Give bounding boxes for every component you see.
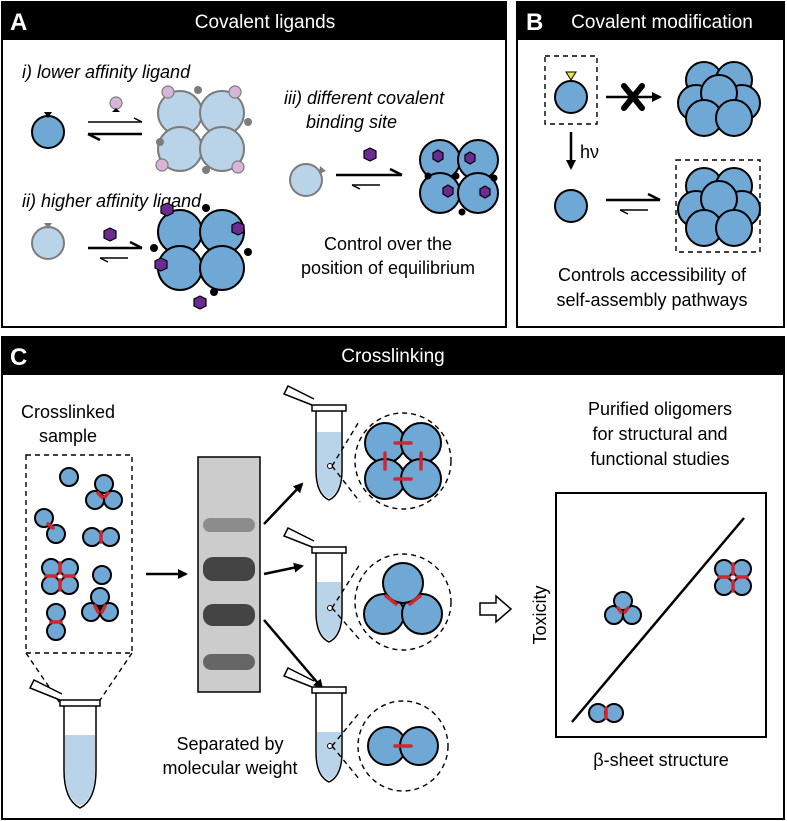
weak-ligand-warhead <box>112 108 120 112</box>
sample-mixture <box>34 467 123 641</box>
sample-label-1: Crosslinked <box>21 402 115 422</box>
plot-frame <box>555 492 767 738</box>
monomer-iii <box>289 163 323 197</box>
panel-b-caption-1: Controls accessibility of <box>558 265 747 285</box>
gel-band-3 <box>203 604 255 626</box>
tetramer-light <box>155 85 252 174</box>
separated-label-2: molecular weight <box>162 758 297 778</box>
photocage-icon <box>565 71 577 81</box>
tube-trimer <box>282 526 452 651</box>
tetramer-dark <box>150 202 252 310</box>
binding-site-iii <box>319 166 326 174</box>
binding-site-i <box>44 112 52 118</box>
y-axis-label: Toxicity <box>530 585 550 644</box>
sample-tube-icon <box>28 678 101 809</box>
purified-label-1: Purified oligomers <box>588 399 732 419</box>
gel-band-1 <box>203 518 255 532</box>
panel-c-letter: C <box>10 344 27 371</box>
label-higher-affinity: ii) higher affinity ligand <box>22 191 202 211</box>
tube-dimer <box>282 666 449 792</box>
plot-tetramer <box>714 559 752 596</box>
control-line-1: Control over the <box>324 234 452 254</box>
monomer-i <box>31 115 65 149</box>
panel-b: B Covalent modification hν <box>516 1 785 328</box>
hollow-arrow-icon <box>479 594 513 624</box>
tetramer-iii <box>419 139 499 216</box>
gel-band-4 <box>203 654 255 670</box>
eq-arrow-i-fwd-head <box>133 117 143 123</box>
gel-band-2 <box>203 557 255 581</box>
ligand-iii <box>363 147 377 162</box>
eq-arrow-iii-fwd-head <box>389 167 403 177</box>
binding-site-ii <box>44 223 52 229</box>
blocked-x-icon <box>621 83 645 111</box>
panel-b-header <box>517 2 784 40</box>
eq-arrow-ii-fwd-head <box>129 240 143 250</box>
purified-label-2: for structural and <box>592 424 727 444</box>
caged-monomer-box <box>544 55 598 125</box>
tube-tetramer <box>282 384 452 510</box>
toxicity-plot: Toxicity β-sheet structure <box>530 492 767 770</box>
label-lower-affinity: i) lower affinity ligand <box>22 62 191 82</box>
panel-c: C Crosslinking Crosslinked sample <box>1 336 785 820</box>
panel-a: A Covalent ligands i) lower affinity lig… <box>1 1 507 328</box>
panel-a-letter: A <box>10 9 27 36</box>
hv-label: hν <box>580 142 599 162</box>
eq-arrow-iii-back-head <box>351 184 361 190</box>
arrow-to-tube-3 <box>263 619 324 690</box>
caged-monomer <box>554 80 588 114</box>
panel-b-title: Covalent modification <box>571 12 753 33</box>
gel-lane <box>197 456 261 693</box>
purified-label-3: functional studies <box>590 449 729 469</box>
cluster-b-top <box>677 61 761 137</box>
label-different-site-2: binding site <box>306 112 397 132</box>
panel-a-title: Covalent ligands <box>195 12 335 33</box>
arrow-to-tube-1 <box>263 482 304 525</box>
trend-line <box>571 517 745 723</box>
panel-c-title: Crosslinking <box>341 346 444 367</box>
sample-box <box>25 454 133 654</box>
panel-b-letter: B <box>526 9 543 36</box>
cluster-b-bottom <box>677 167 761 247</box>
separated-label-1: Separated by <box>176 734 283 754</box>
label-different-site-1: iii) different covalent <box>284 88 445 108</box>
eq-arrow-b-back-head <box>619 209 629 215</box>
sample-label-2: sample <box>39 426 97 446</box>
weak-ligand <box>109 96 123 110</box>
uncaged-monomer <box>554 189 588 223</box>
plot-dimer <box>588 703 624 723</box>
panel-b-caption-2: self-assembly pathways <box>556 290 747 310</box>
eq-arrow-ii-back-head <box>99 257 109 263</box>
eq-arrow-b-fwd-head <box>647 192 661 202</box>
strong-ligand <box>103 227 117 242</box>
monomer-ii <box>31 226 65 260</box>
eq-arrow-i-back-head <box>87 132 101 142</box>
panel-a-header <box>2 2 506 40</box>
plot-trimer <box>604 591 642 625</box>
arrow-to-tube-2 <box>263 562 304 576</box>
x-axis-label: β-sheet structure <box>593 750 728 770</box>
control-line-2: position of equilibrium <box>301 258 475 278</box>
panel-c-header <box>2 337 784 375</box>
